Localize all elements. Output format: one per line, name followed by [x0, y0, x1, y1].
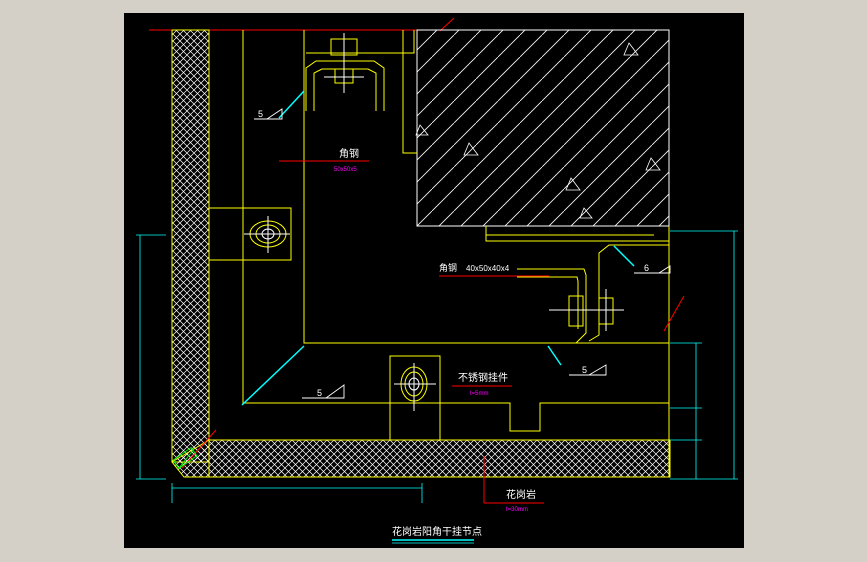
bottom-bolt-bracket	[389, 355, 441, 441]
right-angle-bracket	[517, 244, 669, 344]
weld-mark-right-lower: 5	[582, 365, 587, 375]
top-red-tick	[439, 17, 455, 32]
concrete-column	[416, 29, 670, 227]
granite-panel-bottom	[208, 439, 671, 478]
label-granite: 花岗岩	[506, 488, 536, 501]
cyan-leaders	[241, 90, 635, 406]
weld-symbols	[254, 108, 671, 399]
label-granite-spec: t=30mm	[506, 507, 528, 513]
label-stainless-pendant-spec: t=5mm	[470, 391, 489, 397]
label-angle-steel: 角钢	[339, 147, 359, 160]
top-angle-bracket	[305, 30, 415, 111]
aggregate-triangles	[415, 42, 661, 219]
corner-bolt	[172, 446, 198, 470]
dimension-lines	[136, 230, 738, 503]
cad-drawing-viewport: 角钢 50x50x5 角钢 40x50x40x4 不锈钢挂件 t=5mm 花岗岩…	[124, 13, 744, 548]
drawing-title: 花岗岩阳角干挂节点	[392, 525, 482, 538]
weld-mark-top: 5	[258, 109, 263, 119]
label-angle-steel-spec: 50x50x5	[334, 167, 357, 173]
weld-mark-right-upper: 6	[644, 263, 649, 273]
label-stainless-pendant: 不锈钢挂件	[458, 371, 508, 384]
red-leaders	[181, 160, 685, 504]
left-bolt-bracket	[208, 207, 292, 261]
label-angle-code: 角钢	[439, 262, 457, 273]
weld-mark-middle: 5	[317, 388, 322, 398]
cad-drawing: 角钢 50x50x5 角钢 40x50x40x4 不锈钢挂件 t=5mm 花岗岩…	[136, 17, 738, 544]
label-angle-code-spec: 40x50x40x4	[466, 264, 510, 273]
granite-panel-left	[171, 29, 210, 463]
